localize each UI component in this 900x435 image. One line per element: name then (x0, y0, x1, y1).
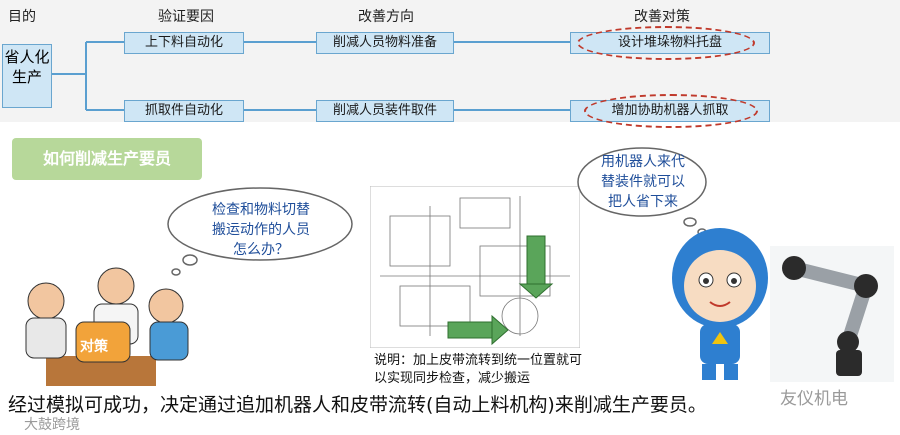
section-title: 如何削减生产要员 (12, 138, 202, 180)
watermark-left: 大鼓跨境 (24, 417, 80, 433)
conclusion-text: 经过模拟可成功，决定通过追加机器人和皮带流转(自动上料机构)来削减生产要员。 (8, 394, 707, 416)
header-factor: 验证要因 (158, 9, 214, 25)
header-goal: 目的 (8, 9, 36, 25)
header-direction: 改善方向 (358, 9, 414, 25)
right-cloud-line-3: 把人省下来 (608, 194, 678, 210)
left-cloud-line-3: 怎么办？ (233, 242, 289, 258)
left-thought-cloud (167, 187, 353, 276)
right-cloud-text: 用机器人来代 替装件就可以 把人省下来 (590, 152, 696, 212)
left-cloud-line-2: 搬运动作的人员 (212, 222, 310, 238)
left-cloud-line-1: 检查和物料切替 (212, 202, 310, 218)
robot-arm-illustration (770, 246, 894, 382)
caption-line-1: 说明：加上皮带流转到统一位置就可 (374, 353, 583, 368)
direction-box-1: 削减人员物料准备 (316, 32, 454, 54)
caption-line-2: 以实现同步检查，减少搬运 (374, 371, 531, 386)
goal-box: 省人化生产 (2, 44, 52, 108)
factory-layout-drawing (370, 186, 580, 348)
factor-box-1: 上下料自动化 (124, 32, 244, 54)
goal-label: 省人化生产 (4, 48, 50, 86)
highlight-oval-1 (577, 26, 755, 60)
right-thought-cloud (577, 147, 707, 236)
left-cloud-text: 检查和物料切替 搬运动作的人员 怎么办？ (196, 200, 326, 260)
robot-mascot-illustration (672, 228, 768, 380)
tree-connectors (52, 41, 570, 111)
watermark-right: 友仪机电 (780, 389, 848, 409)
sign-text: 对策 (80, 339, 108, 355)
right-cloud-line-1: 用机器人来代 (601, 154, 685, 170)
direction-box-2: 削减人员装件取件 (316, 100, 454, 122)
people-discussion-illustration (25, 267, 189, 386)
header-measure: 改善对策 (634, 9, 690, 25)
factor-box-2: 抓取件自动化 (124, 100, 244, 122)
right-cloud-line-2: 替装件就可以 (601, 174, 685, 190)
layout-caption: 说明：加上皮带流转到统一位置就可 以实现同步检查，减少搬运 (374, 352, 582, 388)
highlight-oval-2 (584, 94, 758, 128)
